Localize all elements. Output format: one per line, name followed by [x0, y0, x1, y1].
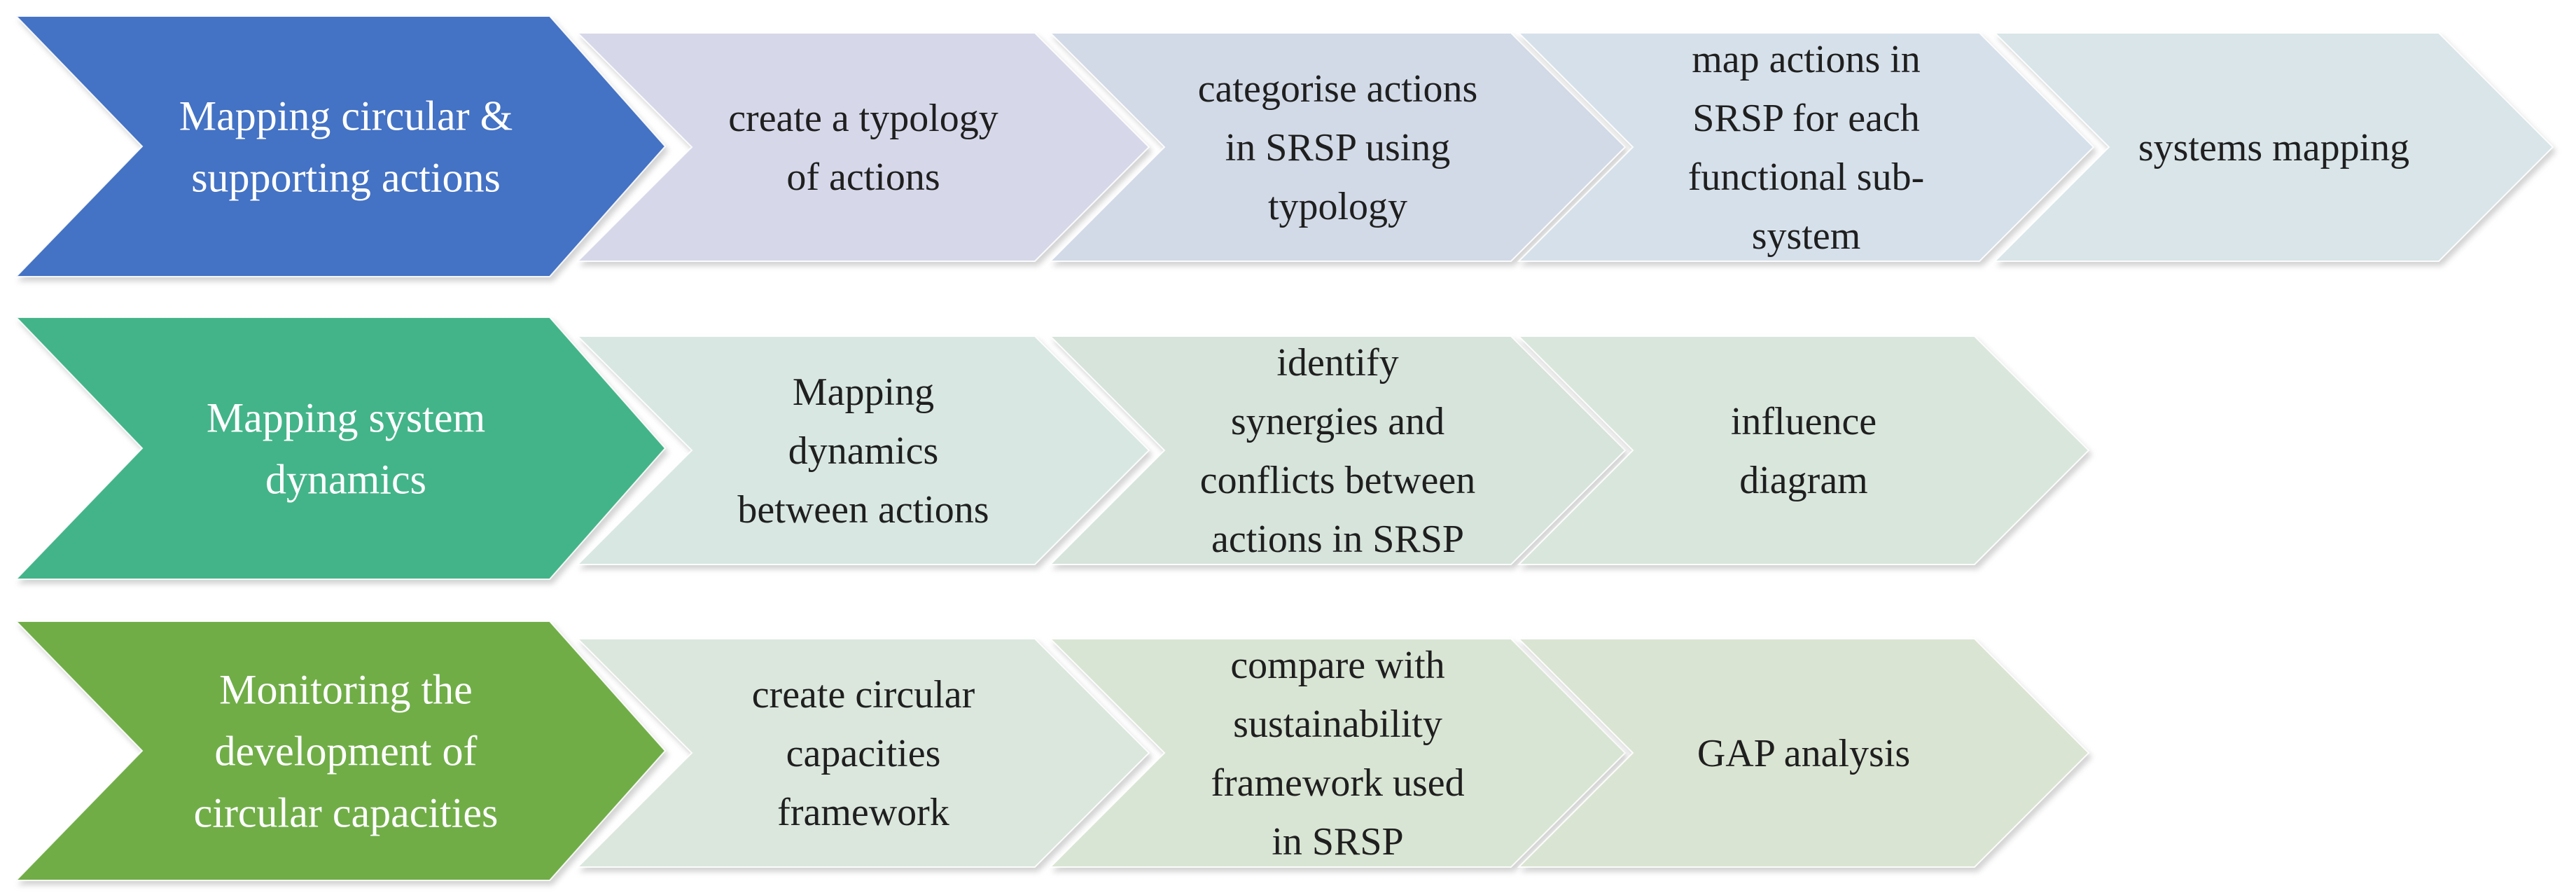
row-mapping-circular-supporting-actions: Mapping circular &supporting actions crea… — [14, 15, 2554, 277]
chevron-label-r3c4: GAP analysis — [1697, 732, 1910, 775]
chevron-r1c3 — [1048, 32, 1627, 262]
chevron-r1c4 — [1517, 32, 2095, 262]
chevron-r2c2 — [576, 335, 1150, 565]
chevron-r3c1 — [14, 621, 667, 881]
chevron-r2c3 — [1048, 335, 1627, 565]
chevron-r1c1 — [14, 15, 667, 277]
chevron-label-r1c5: systems mapping — [2138, 126, 2409, 169]
chevron-r3c4 — [1517, 638, 2090, 868]
chevron-r3c2 — [576, 638, 1150, 868]
chevron-r2c1 — [14, 317, 667, 580]
chevron-r3c3 — [1048, 638, 1627, 868]
chevron-r2c4 — [1517, 335, 2090, 565]
chevron-r1c5 — [1993, 32, 2554, 262]
chevron-r1c2 — [576, 32, 1150, 262]
chevron-label-r1c1: Mapping circular &supporting actions — [179, 92, 513, 200]
